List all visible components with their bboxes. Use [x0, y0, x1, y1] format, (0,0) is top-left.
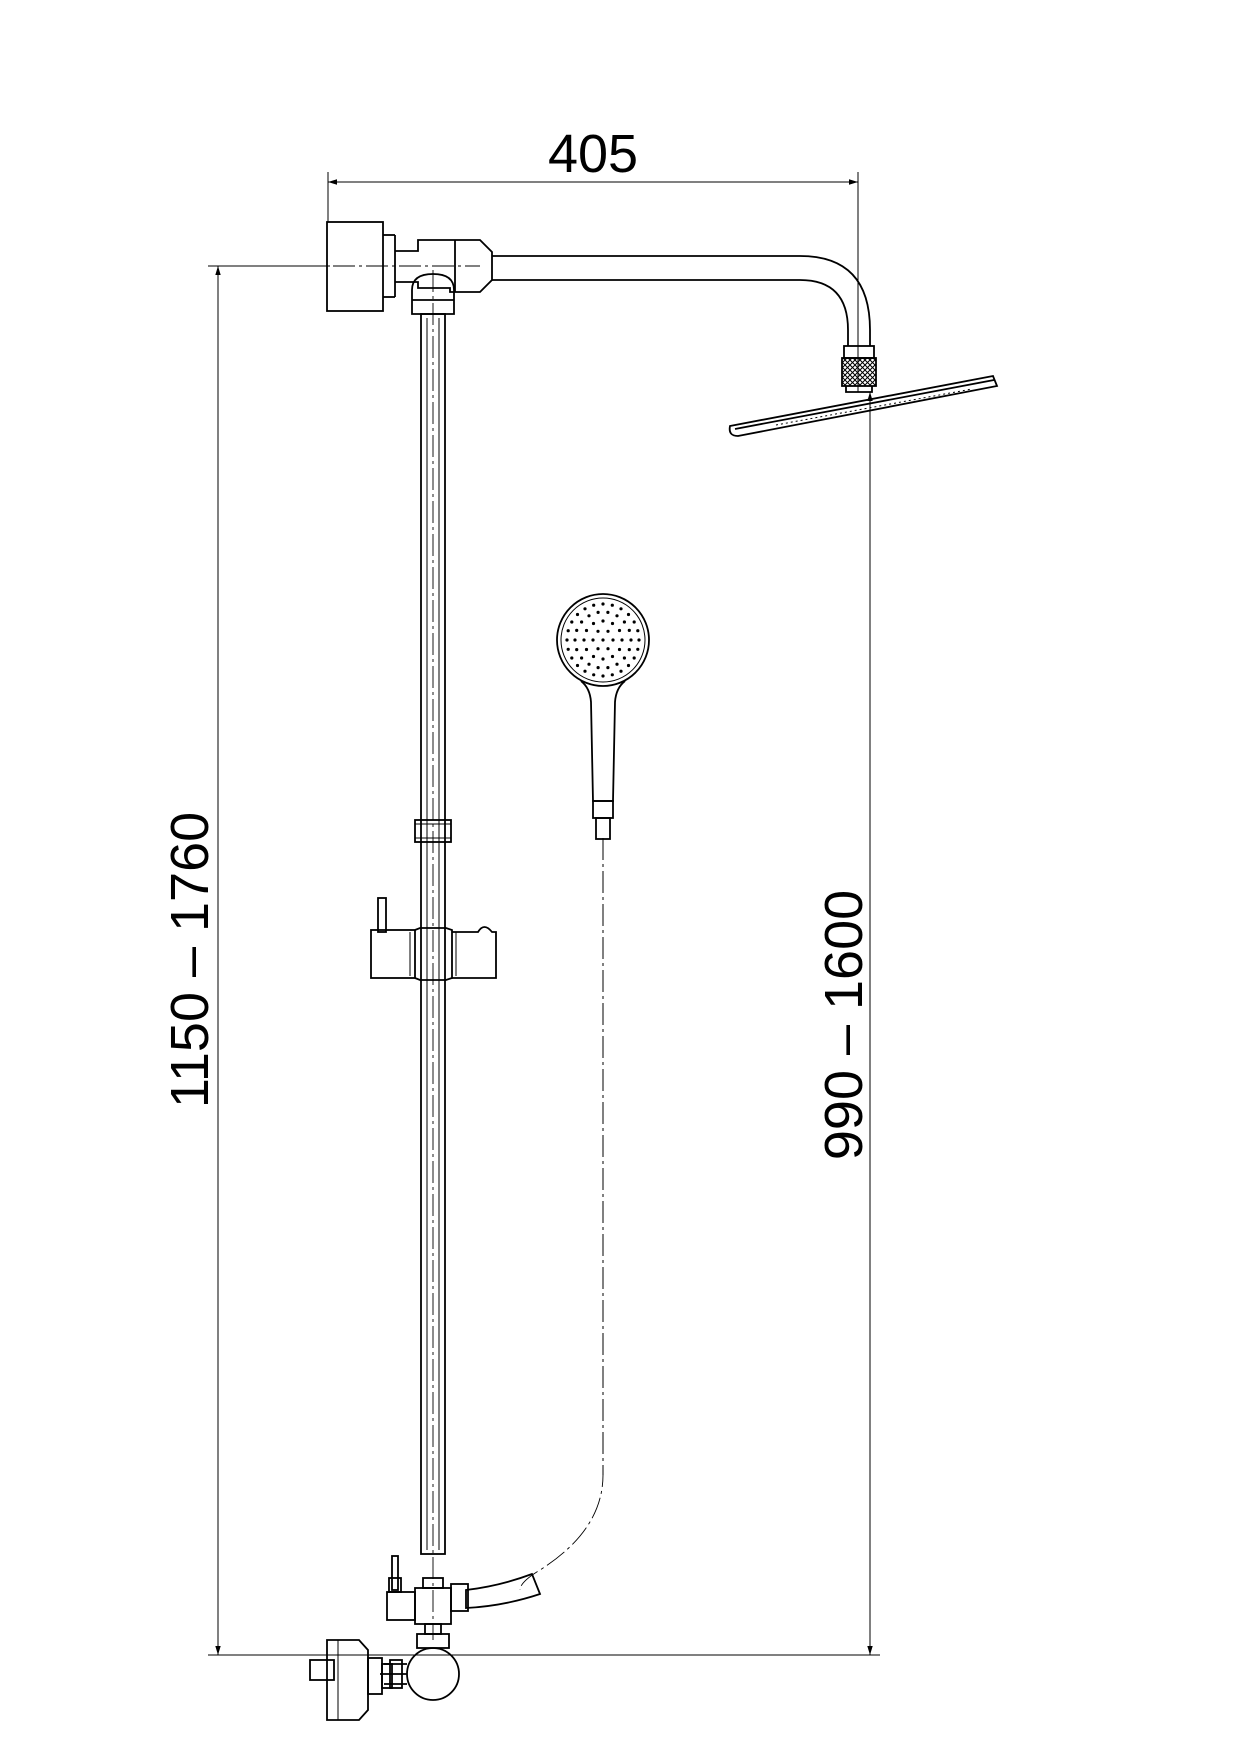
nozzle-dot [626, 663, 631, 668]
rail-top-elbow [411, 273, 455, 315]
nozzle-dot [610, 621, 615, 626]
nozzle-dot [611, 638, 615, 642]
nozzle-dot [626, 612, 631, 617]
rail-middle-collar [414, 819, 452, 843]
nozzle-dot [592, 603, 596, 607]
nozzle-dot [575, 663, 580, 668]
nozzle-dot [591, 654, 596, 659]
nozzle-dot [580, 656, 584, 660]
overhead-shower-head [728, 374, 999, 437]
nozzle-dot [632, 620, 636, 624]
nozzle-dot [617, 628, 622, 633]
shower-hose [519, 838, 604, 1591]
nozzle-dot [627, 648, 631, 652]
nozzle-dot [583, 607, 587, 611]
slide-rail [420, 313, 446, 1555]
nozzle-dot [622, 620, 627, 624]
nozzle-dot [584, 628, 589, 633]
nozzle-dot [606, 610, 610, 615]
bottom-wall-connector [309, 1639, 393, 1721]
nozzle-dot [629, 638, 633, 642]
dimension-total-height: 1150 – 1760 [160, 265, 440, 1656]
nozzle-dot [596, 610, 600, 615]
nozzle-dot [596, 666, 600, 670]
nozzle-dot [619, 669, 623, 673]
nozzle-dot [636, 629, 640, 633]
nozzle-dot [584, 647, 589, 652]
nozzle-dot [565, 638, 569, 642]
nozzle-dot [575, 628, 579, 633]
nozzle-dot [580, 620, 584, 624]
nozzle-dot [575, 612, 580, 617]
nozzle-dot [619, 607, 623, 611]
nozzle-dot [610, 654, 615, 659]
shower-arm [492, 255, 871, 346]
nozzle-dot [591, 638, 595, 642]
swivel-nut [841, 345, 877, 393]
width-label: 405 [548, 124, 638, 184]
nozzle-dot [632, 656, 636, 660]
nozzle-dot [606, 666, 610, 670]
nozzle-dot [615, 662, 619, 666]
nozzle-dot [601, 674, 605, 678]
nozzle-dot [636, 647, 640, 651]
nozzle-dot [587, 614, 591, 618]
nozzle-dot [606, 629, 610, 633]
dimension-width: 405 [327, 124, 859, 392]
nozzle-dot [566, 629, 570, 633]
nozzle-dot [575, 648, 579, 652]
nozzle-dot [566, 647, 570, 651]
slide-holder [370, 897, 497, 981]
hand-shower-nozzles [565, 602, 641, 678]
nozzle-dot [583, 669, 587, 673]
nozzle-dot [573, 638, 577, 642]
nozzle-dot [596, 629, 600, 633]
nozzle-dot [620, 638, 624, 642]
nozzle-dot [610, 603, 614, 607]
nozzle-dot [617, 647, 622, 652]
nozzle-dot [601, 657, 605, 661]
total-height-label: 1150 – 1760 [160, 812, 220, 1108]
nozzle-dot [570, 620, 574, 624]
nozzle-dot [596, 647, 600, 651]
nozzle-dot [601, 638, 605, 642]
nozzle-dot [582, 638, 586, 642]
nozzle-dot [587, 662, 591, 666]
nozzle-dot [601, 602, 605, 606]
dimension-head-height: 990 – 1600 [440, 392, 880, 1656]
top-wall-bracket [326, 221, 493, 312]
hand-shower [556, 593, 650, 840]
nozzle-dot [615, 614, 619, 618]
nozzle-dot [627, 628, 631, 633]
nozzle-dot [610, 673, 614, 677]
nozzle-dot [601, 619, 605, 623]
nozzle-dot [637, 638, 641, 642]
nozzle-dot [606, 647, 610, 651]
head-height-label: 990 – 1600 [814, 890, 874, 1160]
nozzle-dot [592, 673, 596, 677]
diverter [386, 1555, 452, 1649]
nozzle-dot [622, 656, 627, 660]
nozzle-dot [591, 621, 596, 626]
nozzle-dot [570, 656, 574, 660]
